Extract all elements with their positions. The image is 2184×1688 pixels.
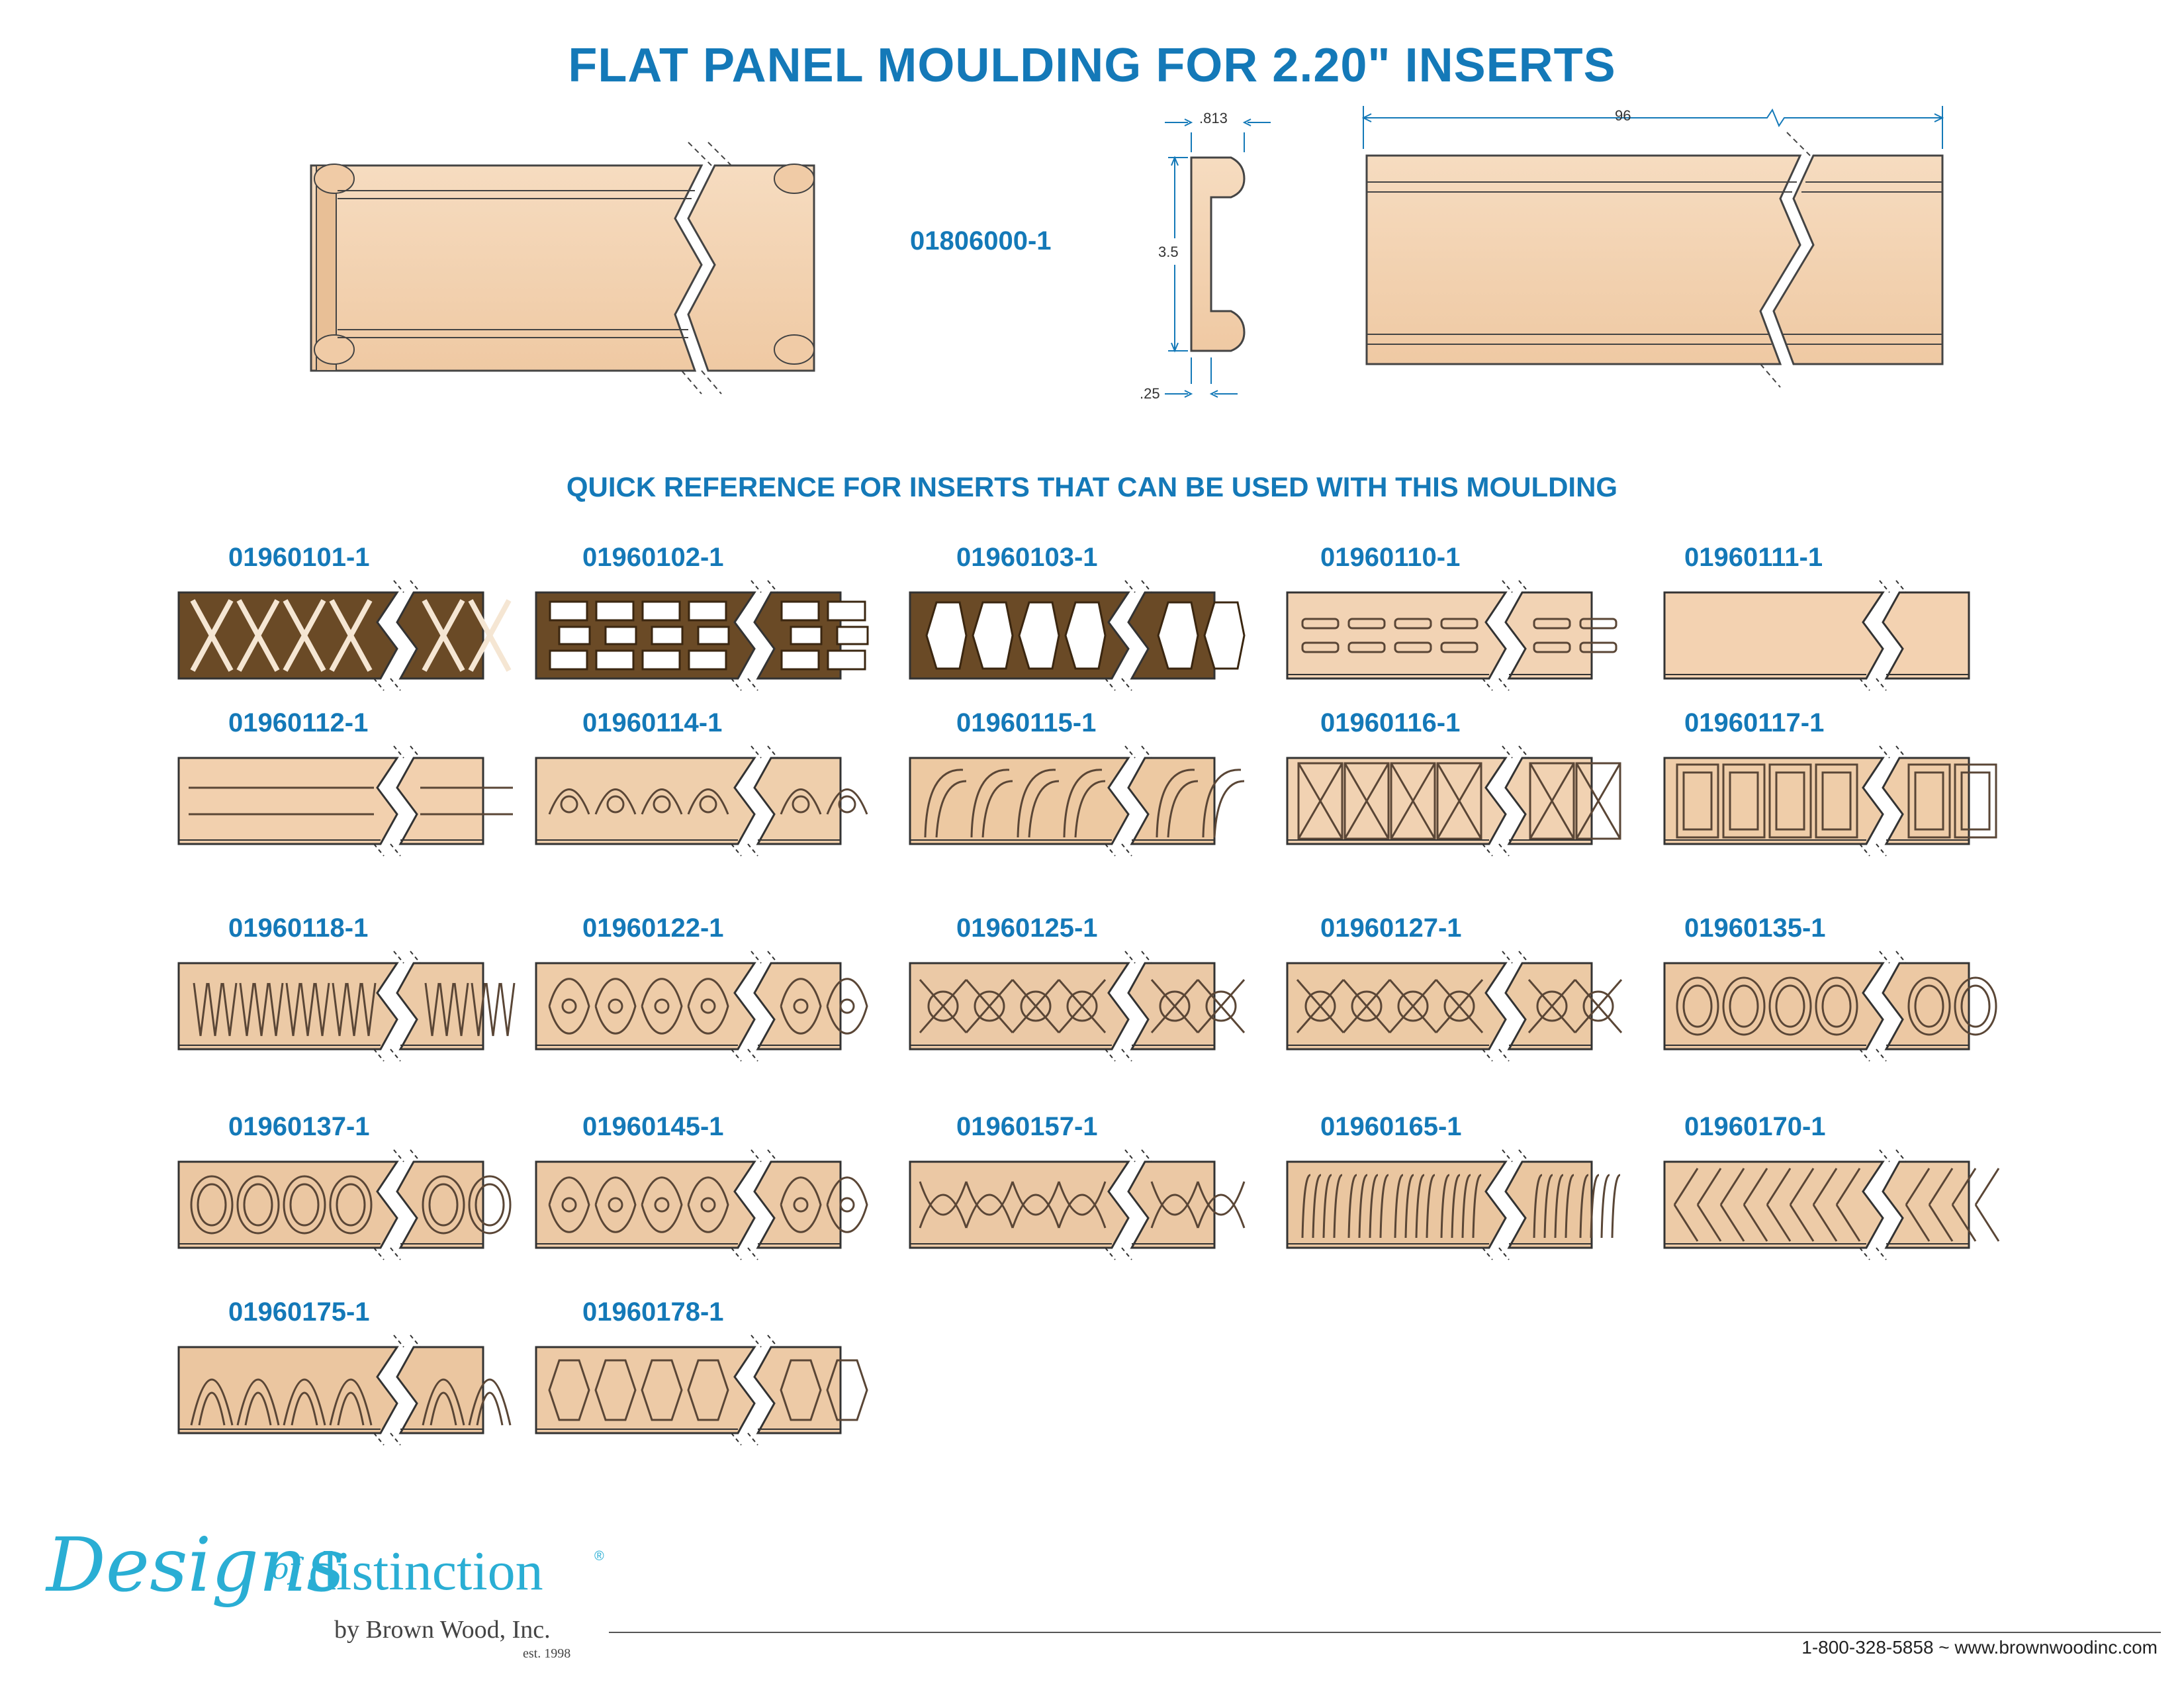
insert-sku-label: 01960102-1 <box>582 543 724 572</box>
insert-drawing-key <box>177 745 513 857</box>
insert-drawing-weave <box>909 951 1246 1062</box>
brand-established: est. 1998 <box>523 1646 571 1661</box>
insert-sku-label: 01960110-1 <box>1320 543 1461 572</box>
insert-sku-label: 01960178-1 <box>582 1297 724 1327</box>
insert-drawing-acanthus <box>535 1149 868 1260</box>
insert-drawing-knot <box>1286 951 1623 1062</box>
brand-registered-mark: ® <box>594 1549 604 1564</box>
footer-divider <box>609 1632 2161 1633</box>
dim-top-width: .813 <box>1199 110 1228 126</box>
insert-drawing-scroll <box>535 745 868 857</box>
insert-sku-label: 01960157-1 <box>956 1112 1098 1141</box>
insert-sku-label: 01960175-1 <box>228 1297 370 1327</box>
insert-sku-label: 01960127-1 <box>1320 914 1462 943</box>
insert-drawing-fret-x <box>177 580 512 691</box>
contact-info: 1-800-328-5858 ~ www.brownwoodinc.com <box>1801 1637 2158 1658</box>
insert-sku-label: 01960114-1 <box>582 708 723 737</box>
insert-drawing-reeds <box>1286 1149 1621 1260</box>
insert-sku-label: 01960103-1 <box>956 543 1098 572</box>
insert-drawing-fret-hex <box>909 580 1246 691</box>
insert-drawing-pyramid <box>1286 745 1621 857</box>
insert-drawing-ovals <box>1663 951 1997 1062</box>
insert-sku-label: 01960117-1 <box>1684 708 1825 737</box>
insert-sku-label: 01960137-1 <box>228 1112 370 1141</box>
insert-sku-label: 01960170-1 <box>1684 1112 1826 1141</box>
insert-drawing-flutes <box>177 951 516 1062</box>
insert-sku-label: 01960165-1 <box>1320 1112 1462 1141</box>
insert-sku-label: 01960135-1 <box>1684 914 1826 943</box>
insert-drawing-boxes <box>1663 745 1997 857</box>
page-title: FLAT PANEL MOULDING FOR 2.20" INSERTS <box>568 39 1616 92</box>
insert-sku-label: 01960116-1 <box>1320 708 1461 737</box>
brand-logo-script: Designs <box>46 1523 345 1609</box>
brand-logo-of: of <box>271 1552 300 1586</box>
insert-drawing-leafy-arch <box>177 1335 512 1446</box>
insert-drawing-leaf <box>909 745 1245 857</box>
insert-drawing-ribbon <box>909 1149 1246 1260</box>
insert-sku-label: 01960115-1 <box>956 708 1097 737</box>
insert-drawing-acanthus <box>535 951 868 1062</box>
insert-drawing-herringbone <box>1663 1149 2000 1260</box>
brand-byline: by Brown Wood, Inc. <box>334 1616 551 1644</box>
insert-sku-label: 01960111-1 <box>1684 543 1823 572</box>
inserts-subtitle: QUICK REFERENCE FOR INSERTS THAT CAN BE … <box>566 471 1618 502</box>
insert-drawing-fret-rect <box>535 580 869 691</box>
dim-length: 96 <box>1615 107 1631 124</box>
main-moulding-sku: 01806000-1 <box>910 226 1052 256</box>
insert-sku-label: 01960125-1 <box>956 914 1098 943</box>
insert-drawing-plain <box>1663 580 1970 691</box>
insert-drawing-grooves <box>1286 580 1617 691</box>
dim-height: 3.5 <box>1158 244 1179 260</box>
insert-sku-label: 01960122-1 <box>582 914 724 943</box>
insert-drawing-hex <box>535 1335 868 1446</box>
insert-sku-label: 01960145-1 <box>582 1112 724 1141</box>
dim-bottom-width: .25 <box>1140 385 1160 402</box>
insert-sku-label: 01960118-1 <box>228 914 369 943</box>
insert-sku-label: 01960101-1 <box>228 543 370 572</box>
brand-logo-name: distinction <box>308 1540 543 1602</box>
insert-sku-label: 01960112-1 <box>228 708 369 737</box>
insert-drawing-chain <box>177 1149 512 1260</box>
